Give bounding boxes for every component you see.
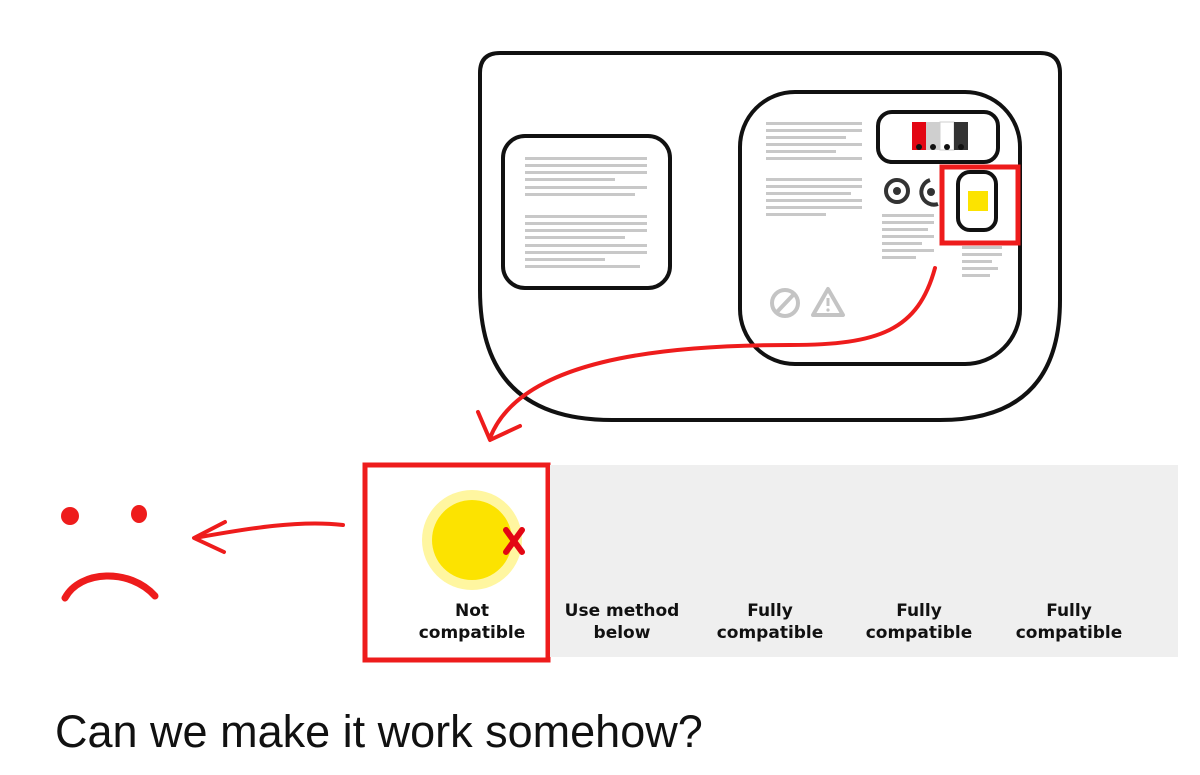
swatch-label-fully-compatible-orange: Fully compatible [994,600,1144,644]
symbol-icon [884,178,939,207]
swatch-label-line1: Not [454,601,490,621]
swatch [422,490,525,590]
prohibited-icon [770,288,800,318]
arrow-to-legend [476,266,937,442]
swatch-label-use-method: Use method below [547,600,697,644]
compatibility-legend-panel [550,465,1178,657]
sad-face-icon [61,505,159,602]
arrow-to-sad-face [192,520,345,554]
swatch-inner-circle [432,500,512,580]
swatch-label-fully-compatible-red: Fully compatible [844,600,994,644]
indicator-highlight-box [939,164,1021,246]
swatch-label-line2: compatible [865,623,973,643]
swatch-label-line2: compatible [1015,623,1123,643]
cross-stroke [503,527,525,555]
swatch-label-line2: compatible [418,623,526,643]
swatch-label-line1: Fully [896,601,942,621]
swatch-label-not-compatible: Not compatible [397,600,547,644]
question-text: Can we make it work somehow? [55,706,703,757]
swatch-label-line2: compatible [716,623,824,643]
swatch-label-line1: Fully [747,601,793,621]
swatch-label-line2: below [593,623,651,643]
cross-icon [503,527,525,555]
rating-plate [738,90,1022,366]
warning-icon [811,287,845,317]
left-label-plate [501,134,672,290]
swatch-label-line1: Use method [564,601,680,621]
swatch-label-line1: Fully [1046,601,1092,621]
swatch-label-fully-compatible-green: Fully compatible [695,600,845,644]
